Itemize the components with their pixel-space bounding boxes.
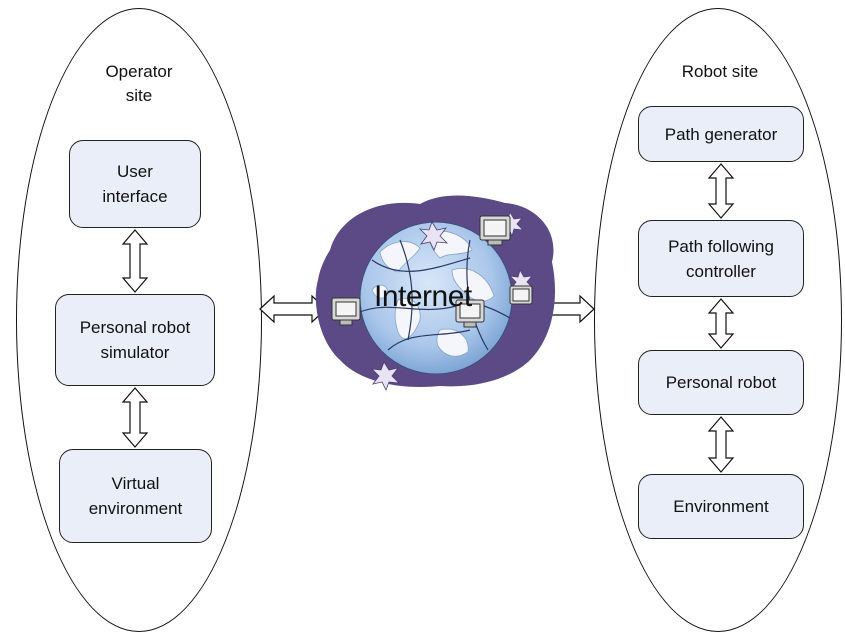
arrow-robot-environment [707, 416, 735, 473]
user-interface-node: User interface [69, 140, 201, 228]
arrow-controller-robot [707, 298, 735, 349]
computer-icons [331, 215, 533, 328]
network-lines [359, 239, 511, 351]
path-following-controller-node: Path following controller [638, 220, 804, 297]
personal-robot-simulator-node: Personal robot simulator [55, 294, 215, 386]
monitor-icon-left [331, 297, 361, 326]
starbursts [370, 210, 535, 391]
path-generator-node: Path generator [638, 106, 804, 162]
arrow-simulator-virtual-env [121, 387, 149, 448]
monitor-icon-top-right [479, 215, 511, 246]
personal-robot-node: Personal robot [638, 350, 804, 415]
environment-node: Environment [638, 474, 804, 539]
robot-site-ellipse [594, 8, 842, 632]
arrow-generator-controller [707, 163, 735, 219]
virtual-environment-node: Virtual environment [59, 449, 212, 543]
operator-site-ellipse [16, 8, 262, 632]
robot-site-title: Robot site [681, 62, 759, 81]
arrow-ui-simulator [121, 229, 149, 293]
monitor-icon-right [509, 285, 533, 305]
internet-label: Internet [374, 280, 472, 313]
monitor-icon-center-right [455, 299, 485, 328]
operator-site-title: Operator site [105, 62, 173, 105]
